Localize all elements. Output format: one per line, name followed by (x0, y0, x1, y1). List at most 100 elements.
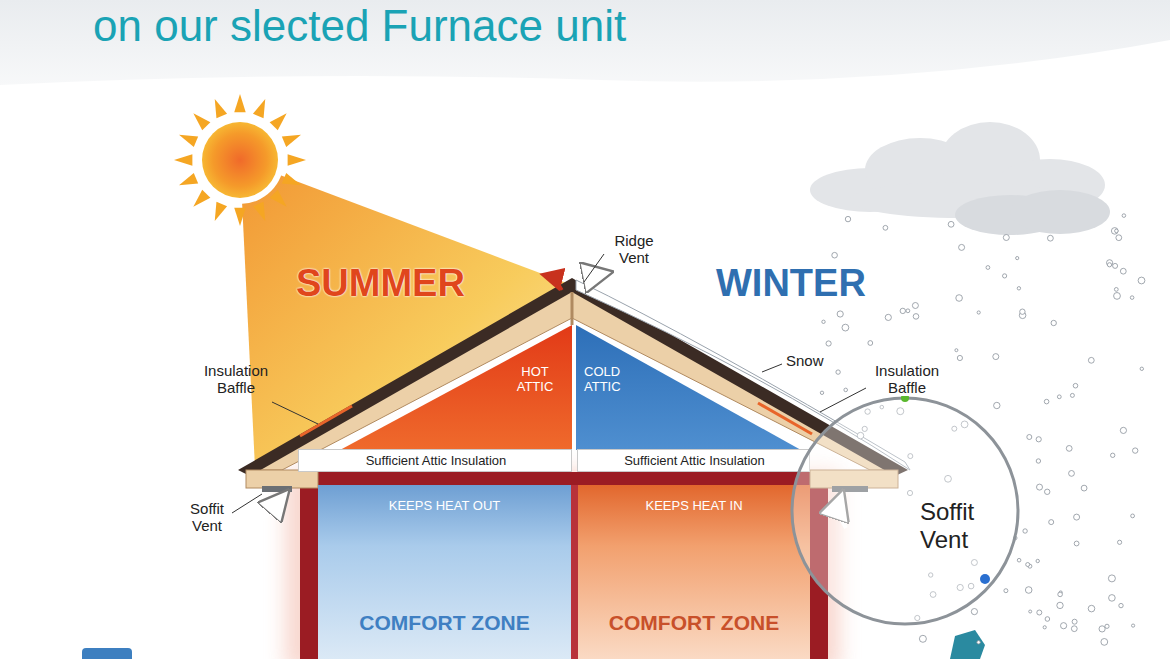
snowflake (1114, 288, 1118, 292)
snowflake (820, 391, 823, 394)
magnifier-ring (792, 398, 1018, 624)
snowflake (1122, 214, 1126, 218)
snowflake (1020, 309, 1025, 314)
snowflake (1029, 610, 1032, 613)
sun-ray (234, 208, 245, 226)
snowflake (1036, 437, 1041, 442)
sun-ray (270, 113, 287, 130)
snowflake (913, 314, 919, 320)
icon-fragment (82, 648, 132, 659)
part-label: Soffit Vent (180, 500, 234, 535)
node-text: Sufficient Attic Insulation (578, 454, 811, 469)
snowflake (1058, 592, 1063, 597)
season-heading: SUMMER (296, 262, 476, 306)
snowflake (826, 341, 831, 346)
room-zone: KEEPS HEAT OUTCOMFORT ZONE (318, 485, 571, 659)
snowflake (1074, 514, 1080, 520)
snowflake (906, 309, 910, 313)
soffit-vent (262, 486, 292, 492)
snowflake (986, 266, 990, 270)
snowflake (1118, 540, 1122, 544)
snowflake (1026, 563, 1030, 567)
snowflake (1045, 617, 1050, 622)
snowflake (1016, 257, 1019, 260)
airflow-arrow (548, 276, 562, 290)
snowflake (1048, 235, 1054, 241)
snowflake (1116, 235, 1122, 241)
snowflake (1027, 435, 1032, 440)
sun-ray (282, 135, 301, 147)
part-label: Insulation Baffle (862, 362, 952, 397)
snowflake (1070, 393, 1074, 397)
part-label: Insulation Baffle (188, 362, 284, 397)
snowflake (1111, 228, 1118, 235)
snowflake (1051, 320, 1056, 325)
snowflake (1073, 383, 1078, 388)
snowflake (948, 221, 954, 227)
snowflake (1003, 235, 1009, 241)
snowflake (1131, 514, 1135, 518)
sun-ray (234, 94, 245, 112)
snowflake (1036, 559, 1039, 562)
snowflake (1057, 395, 1061, 399)
snowflake (1111, 453, 1115, 457)
snowflake (1023, 529, 1027, 533)
snowflake (1115, 229, 1119, 233)
snowflake (1066, 446, 1072, 452)
snowflake (1088, 605, 1095, 612)
sun (174, 94, 306, 226)
warm-glow (285, 470, 840, 659)
snowflake (1044, 399, 1049, 404)
snowflake (957, 355, 962, 360)
snowflake (1088, 357, 1094, 363)
snowflake (977, 641, 980, 644)
sun-ray (193, 113, 210, 130)
snowflake (1071, 626, 1077, 632)
ring-dot (980, 574, 990, 584)
snowflake (1119, 603, 1123, 607)
zone-title: COMFORT ZONE (578, 611, 810, 635)
magnifier-circle: Soffit Vent (790, 396, 1020, 626)
snowflake (1120, 268, 1126, 274)
node-outline (790, 396, 1020, 626)
page-title: on our slected Furnace unit (93, 2, 626, 50)
snowflake (842, 324, 849, 331)
ring-dot (901, 396, 909, 402)
sun-ray (174, 154, 192, 165)
snowflake (1043, 626, 1046, 629)
sun-ray (282, 173, 301, 185)
snowflake (1072, 619, 1077, 624)
sun-ray (270, 190, 287, 207)
snowflake (1109, 595, 1116, 602)
sun-ray (179, 135, 198, 147)
snowflake (956, 295, 963, 302)
sun-ray (253, 99, 265, 118)
snowflake (868, 341, 873, 346)
snowflake (1057, 602, 1063, 608)
node-text: Soffit Vent (920, 498, 1004, 553)
insulation-baffle (300, 406, 352, 436)
snowflake (1017, 558, 1021, 562)
snowflake (971, 609, 977, 615)
snowflake (1069, 471, 1075, 477)
snowflake (832, 252, 838, 258)
sun-ray (179, 173, 198, 185)
snowflake (1108, 575, 1115, 582)
snowflake (912, 303, 918, 309)
attic-region: COLD ATTIC (576, 325, 801, 450)
airflow-arrow (584, 274, 602, 288)
part-label: Ridge Vent (604, 232, 664, 267)
snowflake (1017, 287, 1020, 290)
snowflake (1140, 367, 1143, 370)
snowflake (993, 354, 999, 360)
part-label: Snow (786, 352, 830, 369)
insulation-baffle (758, 403, 812, 434)
icon-fragment (950, 630, 985, 659)
snowflake (955, 349, 958, 352)
hot-attic-shape (340, 325, 572, 450)
snowflake (1107, 263, 1111, 267)
snowflake (845, 216, 850, 221)
snowflake (1036, 459, 1040, 463)
snowflake (836, 370, 840, 374)
snowflake (977, 311, 980, 314)
